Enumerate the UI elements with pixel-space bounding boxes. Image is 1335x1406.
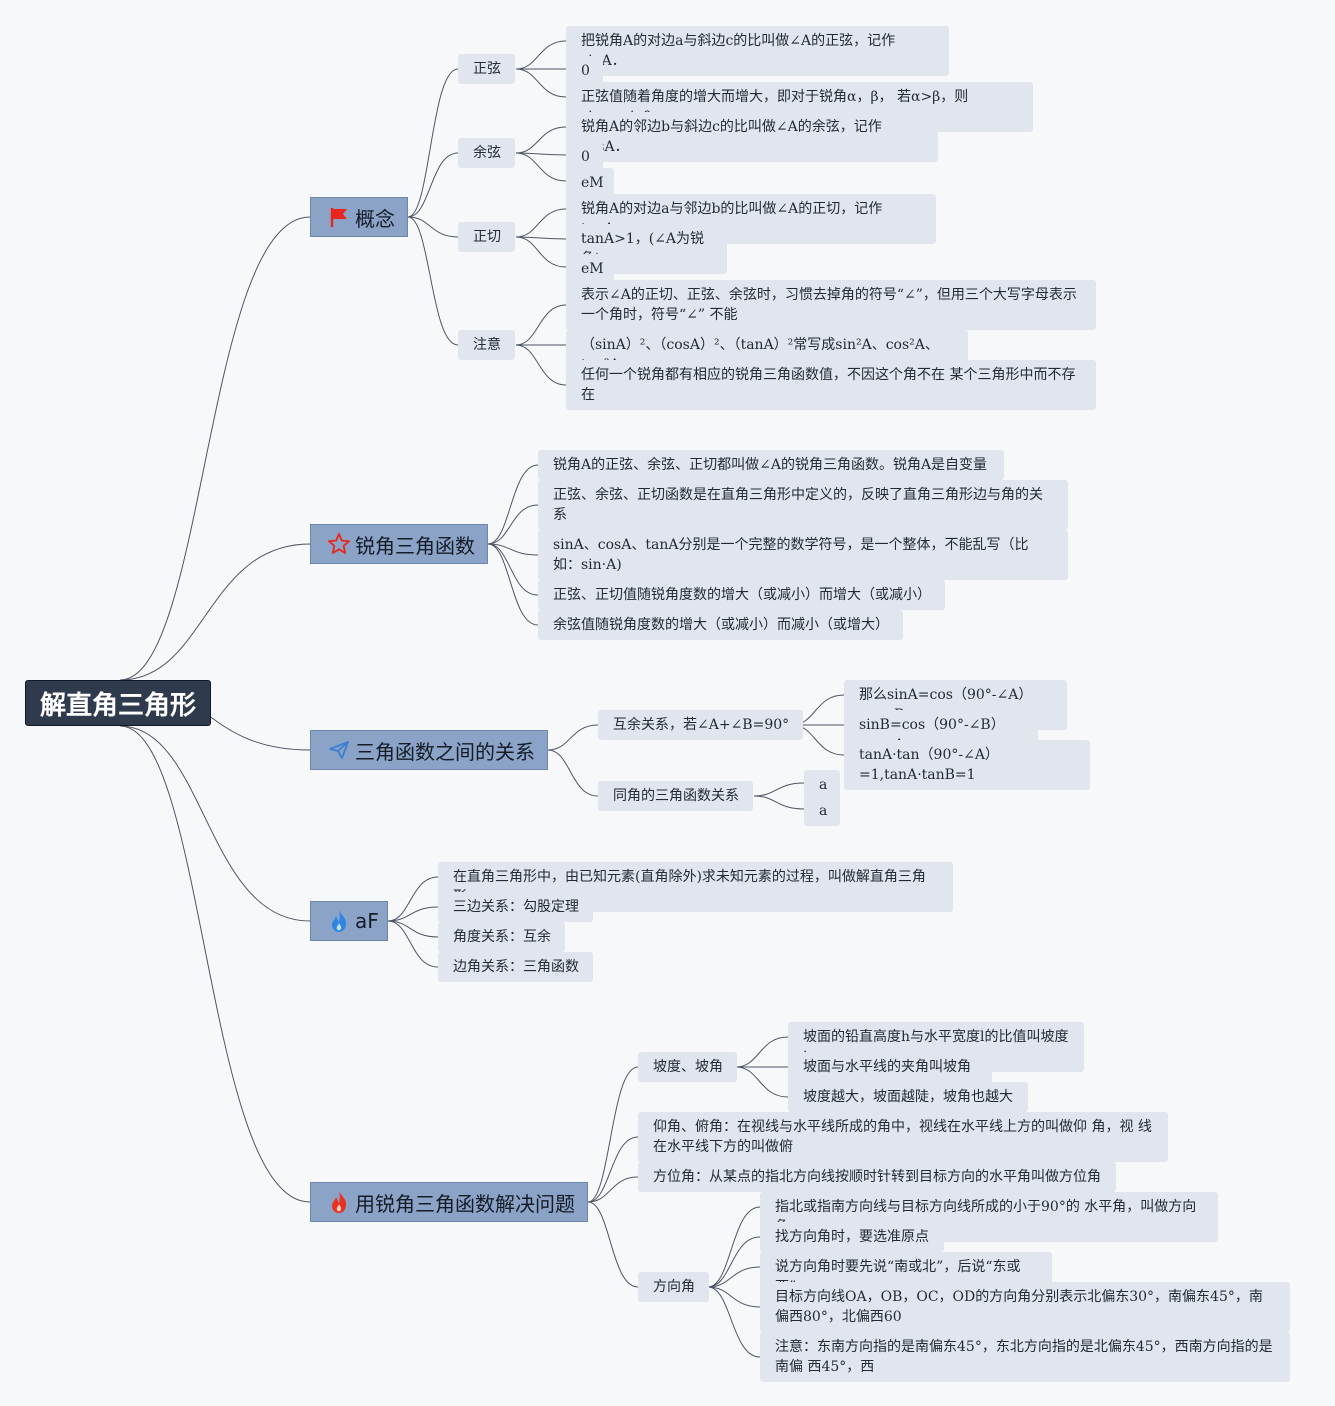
topic-af[interactable]: aF xyxy=(310,901,388,941)
list-item[interactable]: 0 xyxy=(566,56,603,86)
star-outline-icon xyxy=(327,532,351,556)
list-item[interactable]: 任何一个锐角都有相应的锐角三角函数值，不因这个角不在 某个三角形中而不存在 xyxy=(566,360,1096,410)
list-item[interactable]: eM xyxy=(566,168,614,198)
topic-af-label: aF xyxy=(355,909,379,933)
list-item[interactable]: a xyxy=(804,770,840,800)
connector-line xyxy=(407,152,459,218)
connector-line xyxy=(587,1066,639,1203)
connector-line xyxy=(515,68,567,98)
connector-line xyxy=(119,216,311,681)
sub-same-angle[interactable]: 同角的三角函数关系 xyxy=(598,781,753,811)
list-item[interactable]: 余弦值随锐角度数的增大（或减小）而减小（或增大） xyxy=(538,610,903,640)
red-flame-icon xyxy=(327,1190,351,1214)
list-item[interactable]: 正弦、余弦、正切函数是在直角三角形中定义的，反映了直角三角形边与角的关系 xyxy=(538,480,1068,530)
connector-line xyxy=(515,40,567,70)
connector-line xyxy=(735,1036,789,1068)
topic-concept-label: 概念 xyxy=(355,206,395,231)
root-topic[interactable]: 解直角三角形 xyxy=(25,680,211,726)
connector-line xyxy=(707,1266,761,1288)
list-item[interactable]: 把锐角A的对边a与斜边c的比叫做∠A的正弦，记作sinA． xyxy=(566,26,949,76)
connector-line xyxy=(387,906,439,922)
connector-line xyxy=(515,304,567,346)
topic-function-relations[interactable]: 三角函数之间的关系 xyxy=(310,730,548,770)
list-item[interactable]: 边角关系：三角函数 xyxy=(438,952,593,982)
list-item[interactable]: a xyxy=(804,796,840,826)
connector-line xyxy=(707,1236,761,1288)
connector-line xyxy=(753,795,805,810)
connector-line xyxy=(515,126,567,154)
list-item[interactable]: 0 xyxy=(566,142,603,172)
connector-line xyxy=(587,1201,639,1288)
connector-line xyxy=(487,464,539,545)
list-item[interactable]: 方位角：从某点的指北方向线按顺时针转到目标方向的水平角叫做方位角 xyxy=(638,1162,1116,1192)
list-item[interactable]: 三边关系：勾股定理 xyxy=(438,892,593,922)
sub-note[interactable]: 注意 xyxy=(458,330,515,360)
sub-sine[interactable]: 正弦 xyxy=(458,54,515,84)
connector-line xyxy=(707,1286,761,1358)
list-item[interactable]: tanA·tan（90°-∠A）=1,tanA·tanB=1 xyxy=(844,740,1090,790)
list-item[interactable]: sinA、cosA、tanA分别是一个完整的数学符号，是一个整体，不能乱写（比如… xyxy=(538,530,1068,580)
connector-line xyxy=(387,876,439,922)
connector-line xyxy=(587,1176,639,1203)
sub-tangent[interactable]: 正切 xyxy=(458,222,515,252)
red-flag-icon xyxy=(327,205,351,229)
connector-line xyxy=(487,543,539,626)
list-item[interactable]: 注意：东南方向指的是南偏东45°，东北方向指的是北偏东45°，西南方向指的是南偏… xyxy=(760,1332,1290,1382)
list-item[interactable]: 锐角A的邻边b与斜边c的比叫做∠A的余弦，记作cosA． xyxy=(566,112,938,162)
sub-complementary[interactable]: 互余关系，若∠A+∠B=90° xyxy=(598,710,804,740)
connector-line xyxy=(587,1136,639,1203)
list-item[interactable]: eM xyxy=(566,254,614,284)
topic-concept[interactable]: 概念 xyxy=(310,197,408,237)
list-item[interactable]: 正弦、正切值随锐角度数的增大（或减小）而增大（或减小） xyxy=(538,580,945,610)
connector-line xyxy=(707,1286,761,1308)
connector-line xyxy=(487,543,539,596)
list-item[interactable]: 目标方向线OA，OB，OC，OD的方向角分别表示北偏东30°，南偏东45°，南偏… xyxy=(760,1282,1290,1332)
connector-line xyxy=(707,1206,761,1288)
list-item[interactable]: 角度关系：互余 xyxy=(438,922,565,952)
list-item[interactable]: 表示∠A的正切、正弦、余弦时，习惯去掉角的符号“∠”，但用三个大写字母表示一个角… xyxy=(566,280,1096,330)
list-item[interactable]: 仰角、俯角：在视线与水平线所成的角中，视线在水平线上方的叫做仰 角，视 线在水平… xyxy=(638,1112,1168,1162)
connector-line xyxy=(515,236,567,268)
topic-apply-label: 用锐角三角函数解决问题 xyxy=(355,1191,575,1216)
topic-acute-functions[interactable]: 锐角三角函数 xyxy=(310,524,488,564)
connector-line xyxy=(753,782,805,797)
connector-line xyxy=(119,725,311,922)
sub-cosine[interactable]: 余弦 xyxy=(458,138,515,168)
list-item[interactable]: 坡度越大，坡面越陡，坡角也越大 xyxy=(788,1082,1028,1112)
connector-line xyxy=(487,504,539,545)
connector-line xyxy=(387,920,439,938)
connector-line xyxy=(735,1066,789,1098)
sub-slope[interactable]: 坡度、坡角 xyxy=(638,1052,737,1082)
connector-line xyxy=(387,920,439,968)
paper-plane-icon xyxy=(327,738,351,762)
connector-line xyxy=(407,216,459,238)
blue-flame-icon xyxy=(327,909,351,933)
connector-line xyxy=(547,749,599,797)
connector-line xyxy=(515,344,567,386)
connector-line xyxy=(547,724,599,751)
list-item[interactable]: 找方向角时，要选准原点 xyxy=(760,1222,944,1252)
connector-line xyxy=(407,68,459,218)
connector-line xyxy=(119,543,311,681)
sub-direction[interactable]: 方向角 xyxy=(638,1272,709,1302)
topic-acute-functions-label: 锐角三角函数 xyxy=(355,533,475,558)
connector-line xyxy=(515,152,567,182)
connector-line xyxy=(515,208,567,238)
connector-line xyxy=(487,543,539,556)
connector-line xyxy=(407,216,459,346)
topic-apply[interactable]: 用锐角三角函数解决问题 xyxy=(310,1182,588,1222)
topic-function-relations-label: 三角函数之间的关系 xyxy=(355,739,535,764)
connector-line xyxy=(119,725,311,1203)
list-item[interactable]: 锐角A的正弦、余弦、正切都叫做∠A的锐角三角函数。锐角A是自变量 xyxy=(538,450,1004,480)
